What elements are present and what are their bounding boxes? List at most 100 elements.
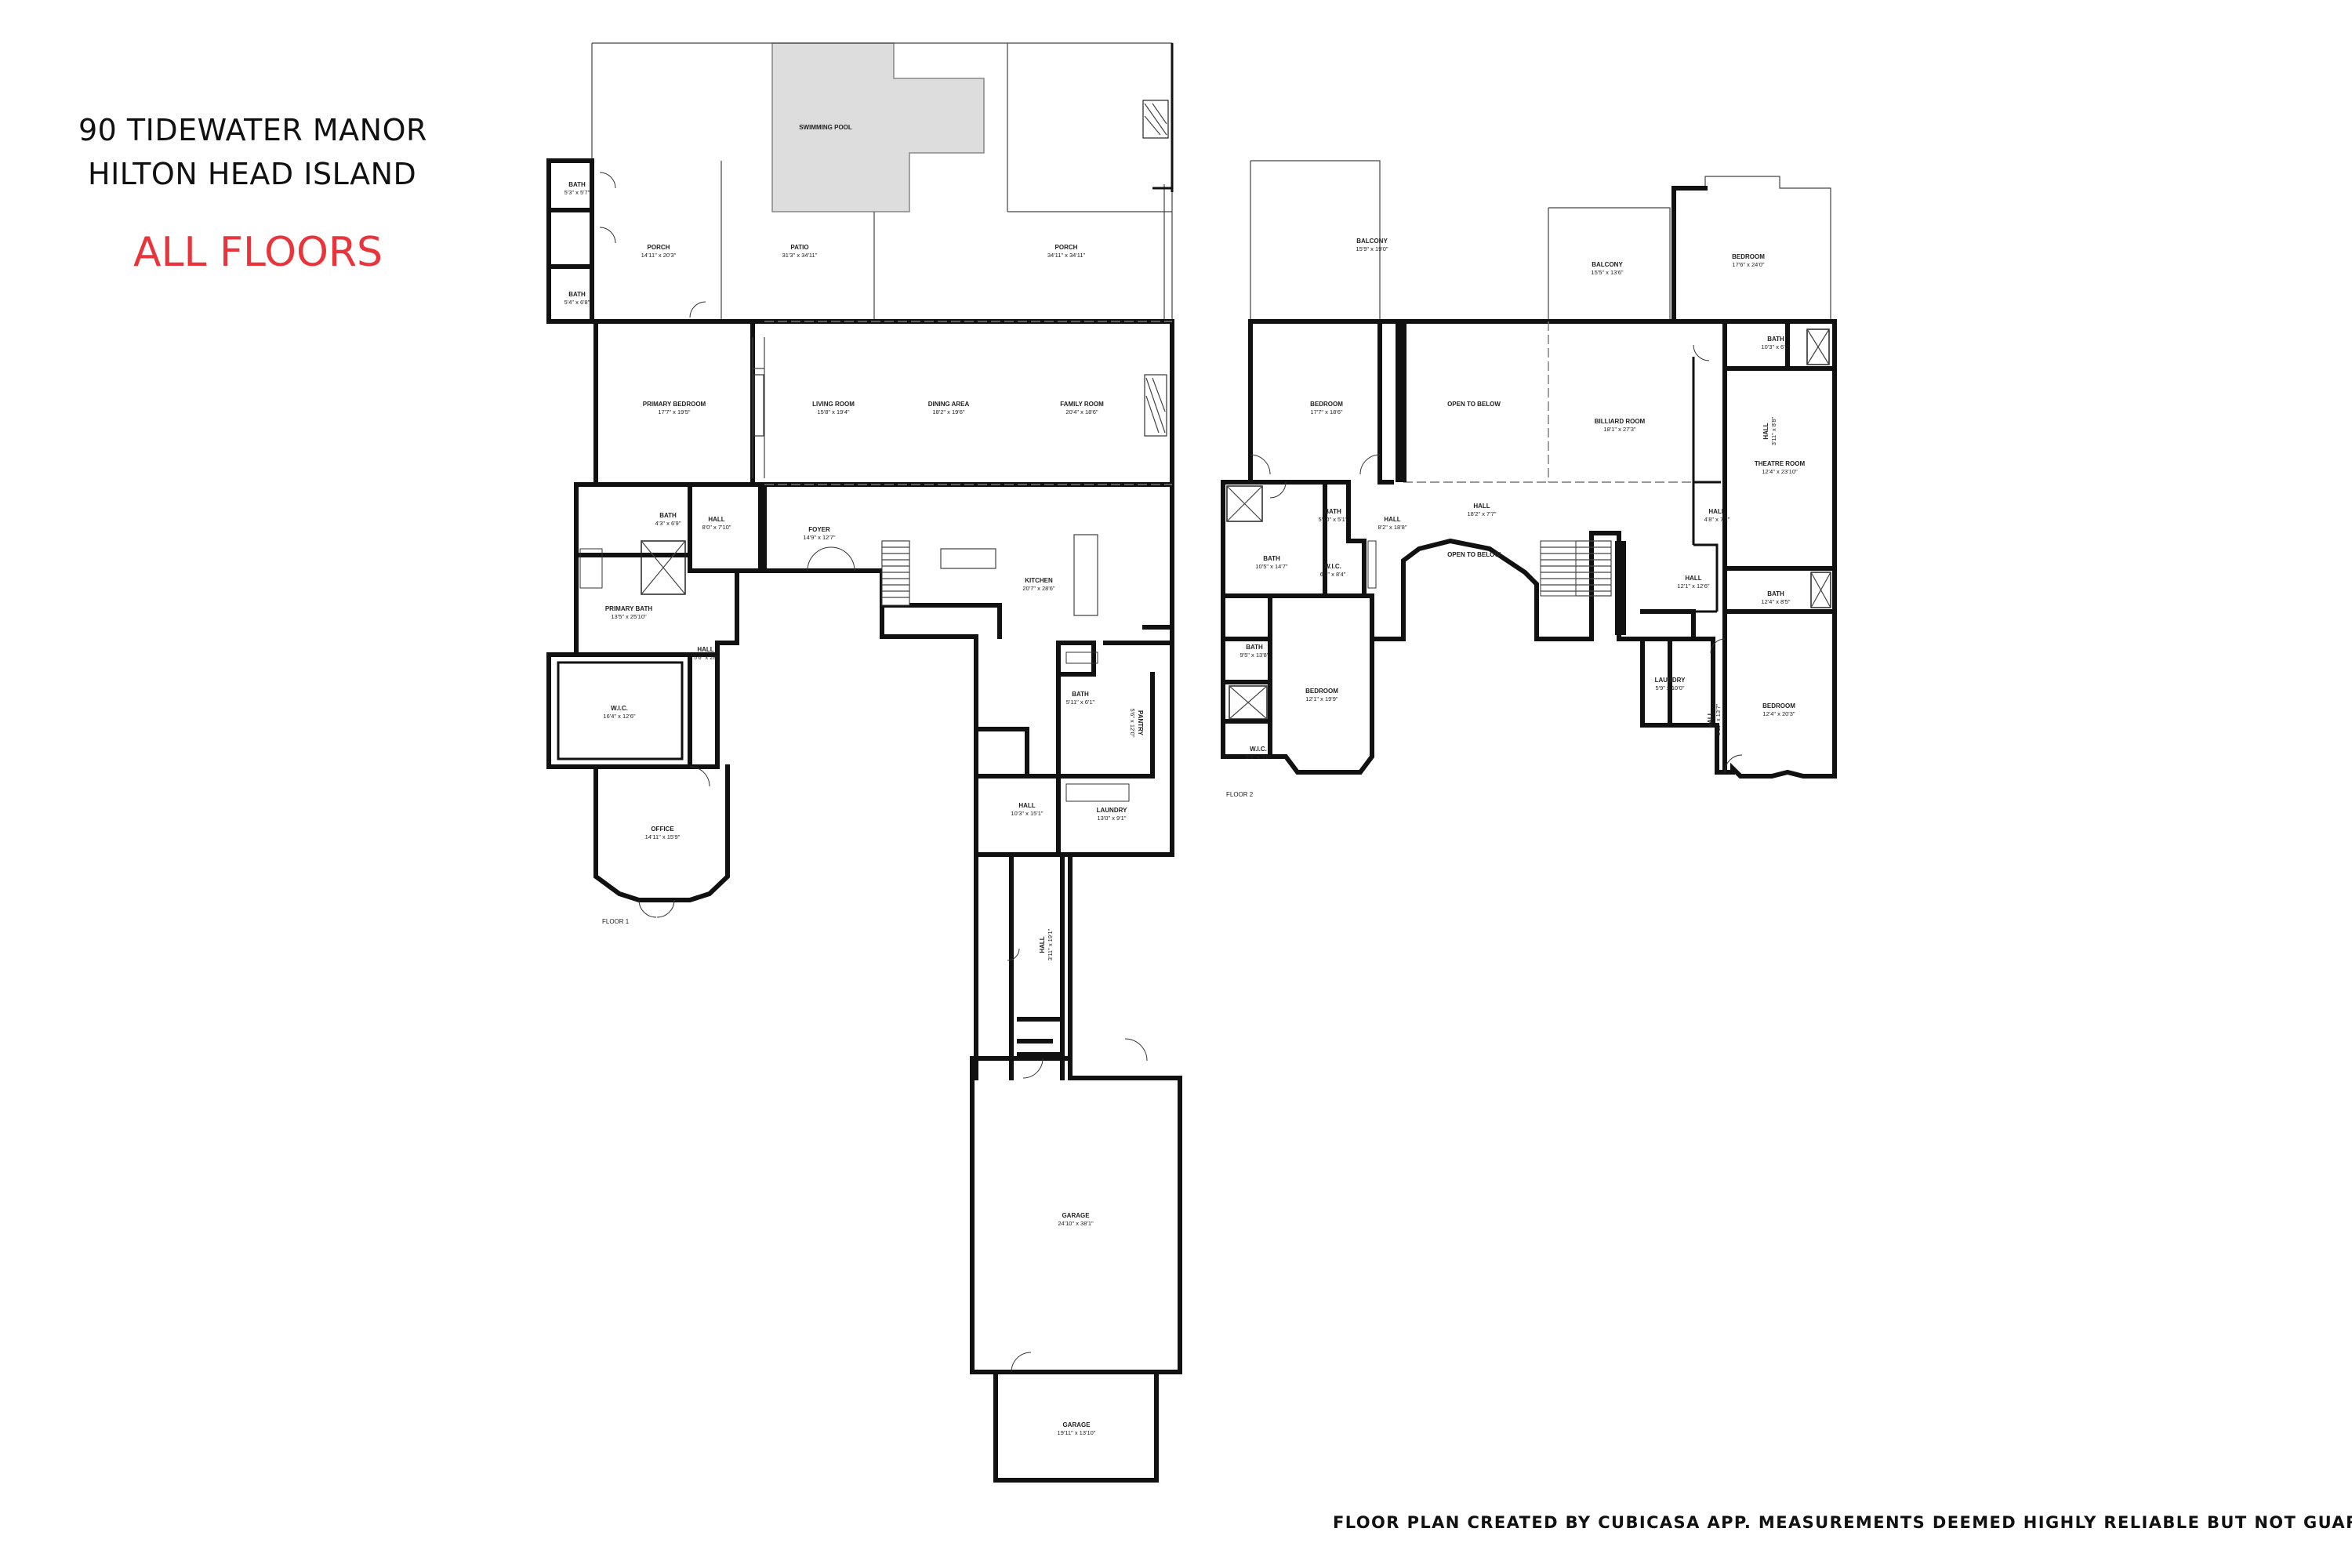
room-name: BILLIARD ROOM: [1595, 418, 1646, 425]
floor-1-label: FLOOR 1: [602, 918, 630, 925]
floor2-room-label: W.I.C.6'0" x 8'4": [1320, 563, 1346, 578]
room-dimensions: 10'5" x 14'7": [1255, 563, 1287, 570]
room-dimensions: 6'0" x 8'4": [1320, 571, 1346, 578]
room-dimensions: 17'6" x 24'0": [1732, 261, 1764, 268]
floors-label: ALL FLOORS: [133, 229, 383, 276]
room-name: HALL: [1473, 503, 1490, 510]
address-line-1: 90 TIDEWATER MANOR: [78, 113, 427, 147]
room-dimensions: 15'5" x 13'6": [1591, 269, 1623, 276]
room-dimensions: 12'1" x 19'9": [1305, 695, 1338, 702]
room-name: PORCH: [648, 244, 670, 251]
room-dimensions: 18'2" x 19'6": [932, 408, 964, 416]
room-name: BEDROOM: [1310, 401, 1343, 408]
room-dimensions: 12'4" x 8'5": [1762, 598, 1791, 605]
room-name: OFFICE: [651, 826, 674, 833]
room-name: HALL: [1018, 802, 1035, 809]
room-name: OPEN TO BELOW: [1447, 551, 1501, 558]
room-name: W.I.C.: [1250, 746, 1267, 753]
room-name: HALL: [1384, 516, 1400, 523]
room-name: BATH: [568, 181, 586, 188]
room-dimensions: 5'9" x 10'0": [1656, 684, 1685, 691]
room-dimensions: 24'10" x 38'1": [1058, 1220, 1094, 1227]
room-name: W.I.C.: [1324, 563, 1341, 570]
room-name: BATH: [568, 291, 586, 298]
room-name: BATH: [659, 512, 677, 519]
room-name: KITCHEN: [1025, 577, 1053, 584]
floor2-room-label: OPEN TO BELOW: [1447, 551, 1501, 558]
room-name: PORCH: [1055, 244, 1078, 251]
room-dimensions: 17'7" x 19'5": [658, 408, 690, 416]
room-name: HALL: [1685, 575, 1701, 582]
floor-2-label: FLOOR 2: [1226, 791, 1254, 798]
room-dimensions: 5'11" x 6'1": [1066, 699, 1095, 706]
room-name: LAUNDRY: [1655, 677, 1686, 684]
room-name: PATIO: [790, 244, 808, 251]
room-name: FAMILY ROOM: [1060, 401, 1104, 408]
floor2-room-label: W.I.C.5'6" x 5'6": [1246, 746, 1272, 760]
floor-2-plan: [1221, 160, 1837, 779]
room-dimensions: 9'5" x 13'8": [1240, 652, 1269, 659]
room-dimensions: 10'3" x 6'2": [1762, 343, 1791, 350]
room-dimensions: 3'11" x 19'1": [1047, 928, 1054, 960]
room-name: PANTRY: [1137, 710, 1144, 736]
room-dimensions: 5'10" x 5'1": [1319, 516, 1348, 523]
room-name: HALL: [1762, 423, 1769, 439]
room-dimensions: 13'5" x 25'10": [611, 613, 647, 620]
room-dimensions: 17'7" x 18'6": [1310, 408, 1342, 416]
room-name: OPEN TO BELOW: [1447, 401, 1501, 408]
room-dimensions: 5'6" x 28': [694, 654, 718, 661]
office-walls: [593, 764, 730, 902]
room-dimensions: 18'2" x 7'7": [1468, 510, 1497, 517]
room-name: BEDROOM: [1762, 702, 1795, 710]
floor-1-plan: [546, 42, 1182, 1483]
garage-walls: [970, 1056, 1182, 1374]
room-dimensions: 5'4" x 6'8": [564, 299, 590, 306]
room-name: BATH: [1324, 508, 1341, 515]
room-name: HALL: [1707, 711, 1714, 728]
room-dimensions: 8'2" x 18'8": [1378, 524, 1407, 531]
room-dimensions: 16'4" x 12'6": [603, 713, 635, 720]
room-name: PRIMARY BATH: [605, 605, 653, 612]
room-dimensions: 20'7" x 28'6": [1022, 585, 1054, 592]
room-dimensions: 3'11" x 13'7": [1715, 703, 1722, 735]
stairs-floor1: [881, 540, 910, 606]
room-dimensions: 5'6" x 12'0": [1129, 709, 1136, 738]
room-dimensions: 12'1" x 12'6": [1677, 583, 1709, 590]
room-name: GARAGE: [1062, 1421, 1091, 1428]
room-name: FOYER: [808, 526, 830, 533]
room-name: BEDROOM: [1732, 253, 1765, 260]
room-name: W.I.C.: [611, 705, 628, 712]
room-dimensions: 14'11" x 15'9": [645, 833, 681, 840]
porch-columns-line: [720, 161, 1172, 321]
